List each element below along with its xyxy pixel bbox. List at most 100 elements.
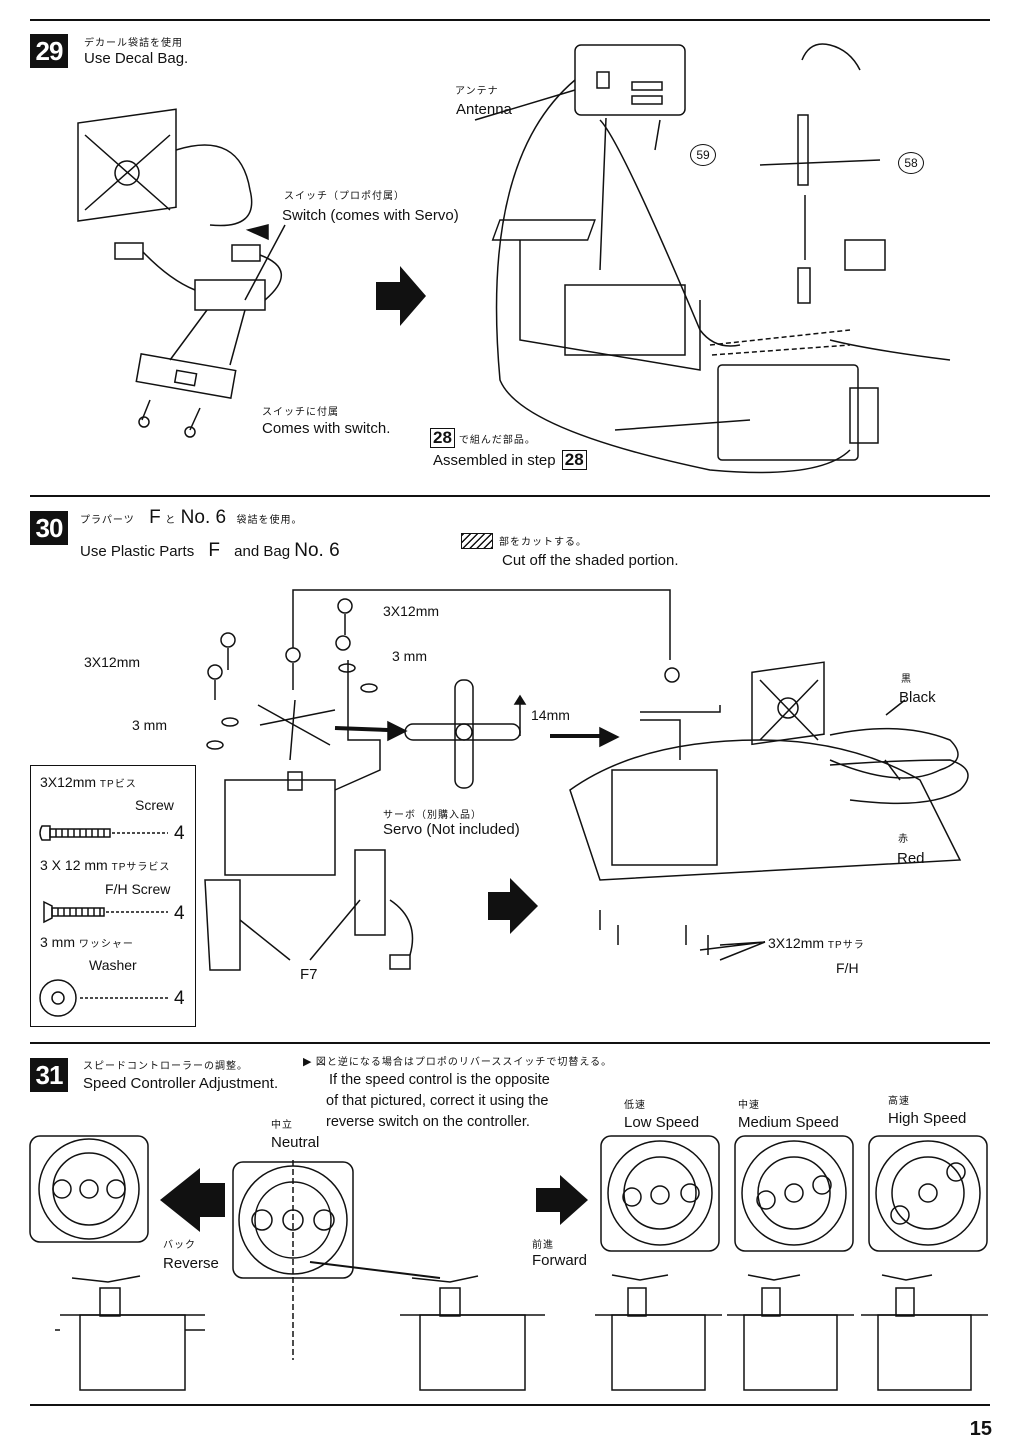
step-30-en-and: and Bag [234, 543, 291, 560]
reverse-jp-label: バック [163, 1240, 196, 1251]
legend-fh-qty: 4 [174, 903, 185, 924]
note-en-1: If the speed control is the opposite [329, 1072, 550, 1088]
washer-icon [39, 979, 168, 1017]
black-label: Black [899, 689, 936, 706]
note-jp: 図と逆になる場合はプロポのリバーススイッチで切替える。 [315, 1057, 613, 1068]
step-31-dials [29, 1135, 988, 1360]
assembled-jp-label: で組んだ部品。 [458, 435, 536, 446]
step-30-jp-and: と [165, 515, 177, 526]
switch-jp-label: スイッチ（プロポ付属） [284, 191, 405, 202]
screw-top-label: 3X12mm [383, 603, 440, 619]
high-speed-label: High Speed [888, 1110, 967, 1127]
low-speed-jp-label: 低速 [624, 1100, 646, 1111]
step-29-jp-title: デカール袋詰を使用 [84, 38, 183, 49]
step-29-switch-drawing [77, 108, 286, 438]
neutral-jp-label: 中立 [271, 1120, 293, 1131]
servo-jp-label: サーボ（別購入品） [383, 810, 482, 821]
rule-step-30 [30, 495, 990, 497]
legend-screw-name: Screw [135, 797, 174, 813]
rule-step-31 [30, 1042, 990, 1044]
step-number-31: 31 [30, 1058, 68, 1092]
step-31-jp-title: スピードコントローラーの調整。 [83, 1061, 248, 1072]
step-number-30: 30 [30, 511, 68, 545]
shaded-swatch-icon [461, 532, 493, 549]
step-30-en-letter: F [208, 540, 220, 561]
step-30-en-title: Use Plastic Parts F and Bag No. 6 [80, 540, 340, 562]
step-30-jp-a: プラパーツ [80, 515, 135, 526]
arrow-right-icon [376, 266, 426, 326]
arrow-right-icon-3 [536, 1175, 588, 1225]
legend-screw-jp: TPビス [99, 779, 137, 790]
step-29-chassis-drawing [474, 43, 951, 474]
step-31-servos [55, 1274, 988, 1391]
assembled-line: Assembled in step 28 [433, 450, 591, 470]
flat-head-screw-icon [43, 900, 168, 924]
low-speed-label: Low Speed [624, 1114, 700, 1131]
bottom-rule [30, 1404, 990, 1406]
step-29-en-title: Use Decal Bag. [84, 50, 189, 67]
arrow-left-icon [160, 1168, 225, 1232]
legend-screw-qty: 4 [174, 823, 185, 844]
step-30-chassis-drawing [569, 661, 969, 961]
legend-fh-jp: TPサラビス [111, 862, 171, 873]
forward-label: Forward [532, 1252, 588, 1269]
legend-fh-name: F/H Screw [105, 881, 171, 897]
pan-head-screw-icon [39, 825, 168, 841]
reverse-label: Reverse [163, 1255, 219, 1272]
switch-parts-label: Comes with switch. [262, 420, 391, 437]
medium-speed-jp-label: 中速 [738, 1100, 760, 1111]
neutral-label: Neutral [271, 1134, 320, 1151]
fh-label: F/H [836, 960, 859, 976]
legend-washer-jp: ワッシャー [78, 939, 134, 950]
part-58-callout: 58 [898, 152, 924, 174]
legend-washer-spec: 3 mm ワッシャー [40, 934, 134, 950]
fh-screw-label: 3X12mm TPサラ [768, 935, 865, 951]
cut-note-en: Cut off the shaded portion. [502, 552, 679, 569]
step-ref-28b: 28 [561, 450, 587, 470]
washer-left-label: 3 mm [132, 717, 167, 733]
part-59-callout: 59 [690, 144, 716, 166]
page-number: 15 [969, 1418, 992, 1440]
note-jp-line: ▶ 図と逆になる場合はプロポのリバーススイッチで切替える。 [303, 1052, 612, 1070]
f7-label: F7 [300, 966, 318, 983]
legend-screw-size: 3X12mm [40, 774, 97, 790]
dimension-14mm: 14mm [531, 707, 570, 723]
antenna-jp-label: アンテナ [455, 86, 499, 97]
washer-top-label: 3 mm [392, 648, 427, 664]
step-30-bag-no: No. 6 [180, 507, 227, 528]
note-en-2: of that pictured, correct it using the [326, 1093, 549, 1109]
assembled-label: Assembled in step [433, 452, 556, 469]
arrow-right-icon-2 [488, 878, 538, 934]
legend-screw-spec: 3X12mm TPビス [40, 774, 137, 790]
top-rule [30, 19, 990, 21]
legend-washer-qty: 4 [174, 988, 185, 1009]
switch-label: Switch (comes with Servo) [282, 207, 459, 224]
cut-jp-label: 部をカットする。 [499, 537, 587, 548]
medium-speed-label: Medium Speed [738, 1114, 839, 1131]
step-30-servo-drawing [204, 589, 680, 971]
step-ref-28: 28 [430, 428, 455, 448]
step-30-en-a: Use Plastic Parts [80, 543, 195, 560]
fh-screw-size: 3X12mm [768, 935, 825, 951]
red-jp-label: 赤 [898, 834, 909, 845]
step-30-en-bag: No. 6 [294, 540, 340, 561]
fh-screw-jp: TPサラ [827, 940, 865, 951]
legend-fh-size: 3 X 12 mm [40, 857, 108, 873]
black-jp-label: 黒 [901, 674, 912, 685]
legend-washer-size: 3 mm [40, 934, 75, 950]
high-speed-jp-label: 高速 [888, 1096, 910, 1107]
note-triangle-icon: ▶ [303, 1056, 312, 1068]
forward-jp-label: 前進 [532, 1240, 554, 1251]
step-number-29: 29 [30, 34, 68, 68]
parts-legend: 3X12mm TPビス Screw 4 3 X 12 mm TPサラビス F/H… [30, 765, 196, 1027]
legend-icons [39, 825, 168, 1017]
cut-note-jp: 部をカットする。 [461, 532, 587, 550]
screw-left-label: 3X12mm [84, 654, 141, 670]
legend-fh-spec: 3 X 12 mm TPサラビス [40, 857, 170, 873]
servo-label: Servo (Not included) [383, 821, 520, 838]
note-en-3: reverse switch on the controller. [326, 1114, 530, 1130]
step-30-jp-title: プラパーツ F と No. 6 袋詰を使用。 [80, 507, 303, 529]
step-30-parts-letter: F [149, 507, 161, 528]
step-31-en-title: Speed Controller Adjustment. [83, 1075, 279, 1092]
